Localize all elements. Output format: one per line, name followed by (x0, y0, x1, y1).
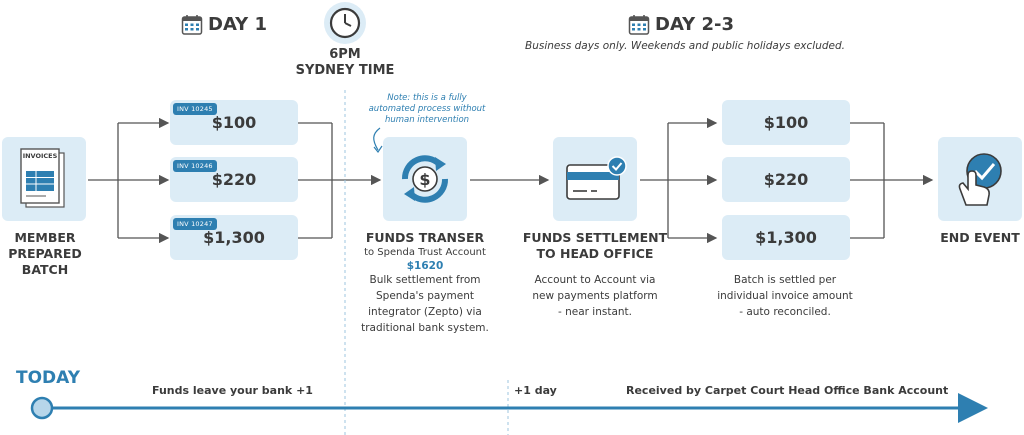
settlement-title: TO HEAD OFFICE (536, 246, 654, 261)
member-label-1: MEMBER (14, 230, 76, 245)
svg-text:$: $ (419, 170, 430, 189)
automation-note: Note: this is a fully automated process … (352, 93, 502, 126)
settled-note: - auto reconciled. (739, 306, 831, 318)
settlement-desc: - near instant. (557, 306, 633, 318)
day1-label: DAY 1 (208, 14, 267, 35)
invoice-amount: $1,300 (203, 228, 265, 247)
time-sub: SYDNEY TIME (295, 63, 395, 78)
invoice-document-icon (20, 148, 65, 208)
settlement-desc: new payments platform (532, 290, 658, 302)
funds-transfer-desc: Spenda's payment (375, 290, 474, 302)
settled-box: $220 (722, 157, 850, 202)
invoices-doc-label: INVOICES (22, 152, 58, 160)
funds-transfer-box: $ (383, 137, 467, 221)
invoice-tag: INV 10247 (173, 218, 217, 230)
today-label: TODAY (16, 368, 80, 388)
settlement-box (553, 137, 637, 221)
end-event-box (938, 137, 1022, 221)
funds-transfer-desc: traditional bank system. (361, 322, 489, 334)
timeline-received: Received by Carpet Court Head Office Ban… (626, 384, 949, 397)
settled-note: individual invoice amount (717, 290, 853, 302)
check-touch-icon (958, 153, 1002, 206)
dollar-cycle-icon: $ (402, 155, 448, 203)
clock-icon (324, 2, 366, 44)
timeline-plus-one: +1 day (514, 384, 557, 397)
funds-transfer-subtitle: to Spenda Trust Account (364, 247, 486, 258)
calendar-icon (628, 14, 650, 36)
funds-transfer-title: FUNDS TRANSER (365, 230, 485, 245)
funds-transfer-desc: Bulk settlement from (369, 274, 481, 286)
timeline-leave: Funds leave your bank +1 (152, 384, 313, 397)
automation-note-line: human intervention (384, 115, 470, 125)
funds-transfer-desc: integrator (Zepto) via (368, 306, 482, 318)
invoice-amount: $220 (211, 170, 257, 189)
member-label-3: BATCH (21, 262, 69, 277)
settled-note: Batch is settled per (733, 274, 837, 286)
settled-amount: $1,300 (755, 228, 817, 247)
settlement-desc: Account to Account via (534, 274, 656, 286)
end-event-label: END EVENT (940, 230, 1020, 245)
credit-card-icon (566, 156, 627, 200)
settlement-title: FUNDS SETTLEMENT (522, 230, 668, 245)
settled-box: $1,300 (722, 215, 850, 260)
invoice-box: INV 10247 $1,300 (170, 215, 298, 260)
invoice-tag: INV 10245 (173, 103, 217, 115)
invoice-box: INV 10246 $220 (170, 157, 298, 202)
invoice-tag: INV 10246 (173, 160, 217, 172)
business-days-note: Business days only. Weekends and public … (524, 40, 845, 52)
settled-amount: $220 (763, 170, 809, 189)
day23-label: DAY 2-3 (655, 14, 734, 35)
member-batch-box: INVOICES (2, 137, 86, 221)
automation-note-line: automated process without (368, 104, 486, 114)
funds-transfer-amount: $1620 (406, 260, 444, 272)
settled-amount: $100 (763, 113, 809, 132)
calendar-icon (181, 14, 203, 36)
invoice-box: INV 10245 $100 (170, 100, 298, 145)
time-main: 6PM (329, 47, 361, 62)
invoice-amount: $100 (211, 113, 257, 132)
automation-note-line: Note: this is a fully (387, 93, 467, 103)
settled-box: $100 (722, 100, 850, 145)
member-label-2: PREPARED (8, 246, 82, 261)
